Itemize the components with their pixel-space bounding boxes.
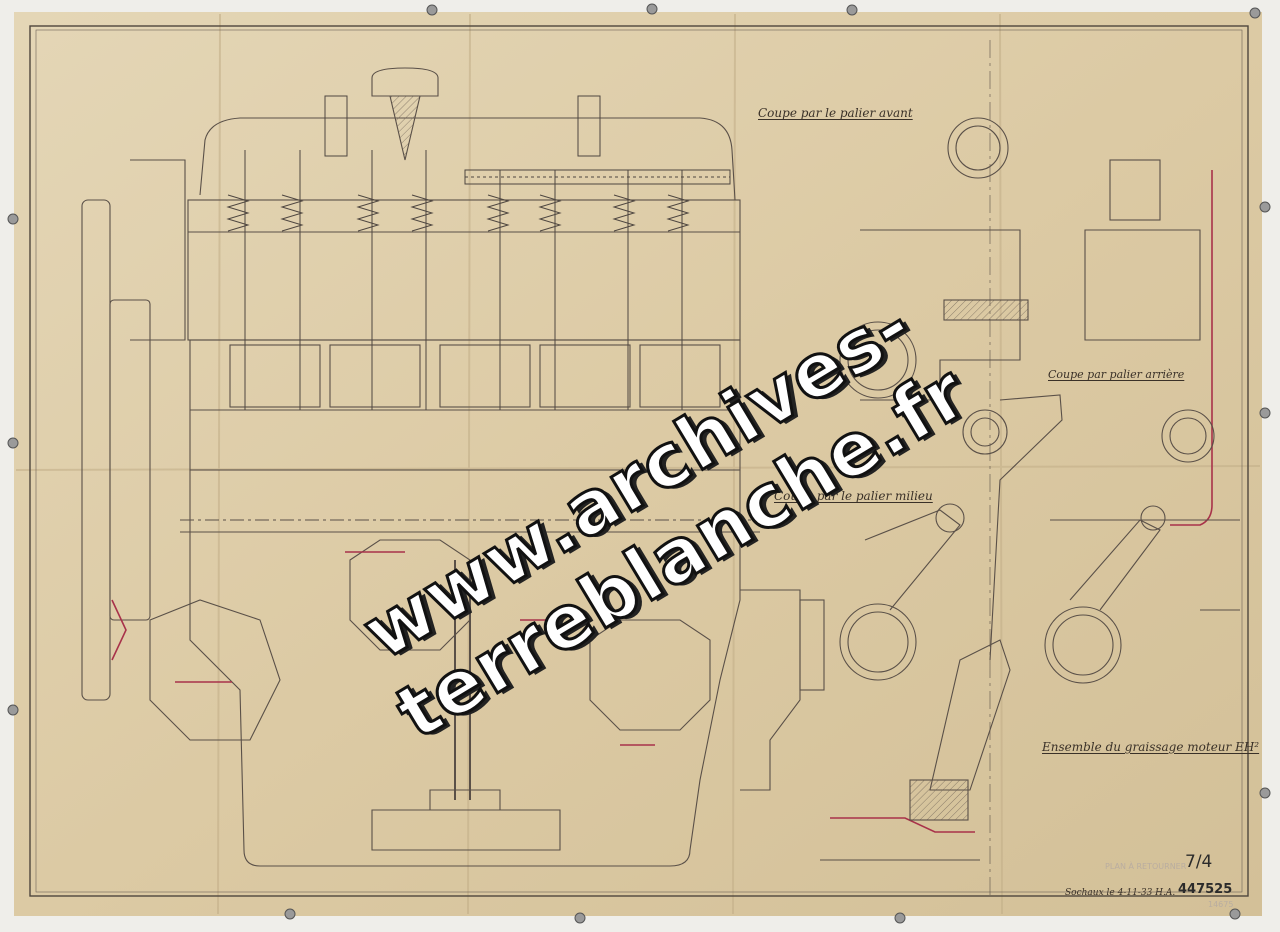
valve-train: [226, 95, 731, 410]
drawing-title: Ensemble du graissage moteur EH²: [1042, 740, 1260, 754]
drawing-frame: [29, 25, 1249, 897]
engine-longitudinal-section: [81, 67, 825, 867]
rear-bearing-section: [1044, 159, 1240, 684]
faint-number: 14675: [1208, 900, 1234, 909]
head-studs: [324, 95, 601, 157]
push-rods: [244, 150, 683, 410]
oil-passages: [111, 170, 1213, 833]
drawing-number: 447525: [1178, 882, 1233, 897]
middle-bearing-section: [820, 394, 1063, 861]
cross-sections: [820, 40, 1240, 900]
front-camshaft-circle: [947, 117, 1009, 179]
label-middle-bearing-section: Coupe par le palier milieu: [774, 489, 933, 503]
rear-camshaft-circle: [1161, 409, 1215, 463]
fold-lines: [15, 13, 1261, 915]
middle-journal-circle: [839, 603, 917, 681]
signature: Sochaux le 4-11-33 H.A.: [1065, 888, 1176, 898]
rocker-cover: [199, 117, 736, 201]
sheet-number: 7/4: [1185, 852, 1213, 872]
crank-throw-front: [149, 599, 281, 741]
front-journal-circle: [839, 321, 917, 399]
label-rear-bearing-section: Coupe par palier arrière: [1048, 368, 1185, 381]
front-oil-plug: [943, 299, 1029, 321]
crank-throw-2: [589, 619, 711, 731]
pins: [7, 3, 1271, 924]
rear-journal-circle: [1044, 606, 1122, 684]
front-bearing-section: [839, 40, 1029, 900]
valve-springs: [226, 194, 690, 232]
faint-stamp: PLAN À RETOURNER: [1105, 862, 1187, 871]
label-front-bearing-section: Coupe par le palier avant: [758, 106, 913, 120]
drawing-inner-frame: [35, 29, 1243, 893]
crankcase: [189, 469, 741, 867]
paper-sheet: [14, 12, 1262, 916]
oil-filler-cap: [371, 67, 439, 97]
